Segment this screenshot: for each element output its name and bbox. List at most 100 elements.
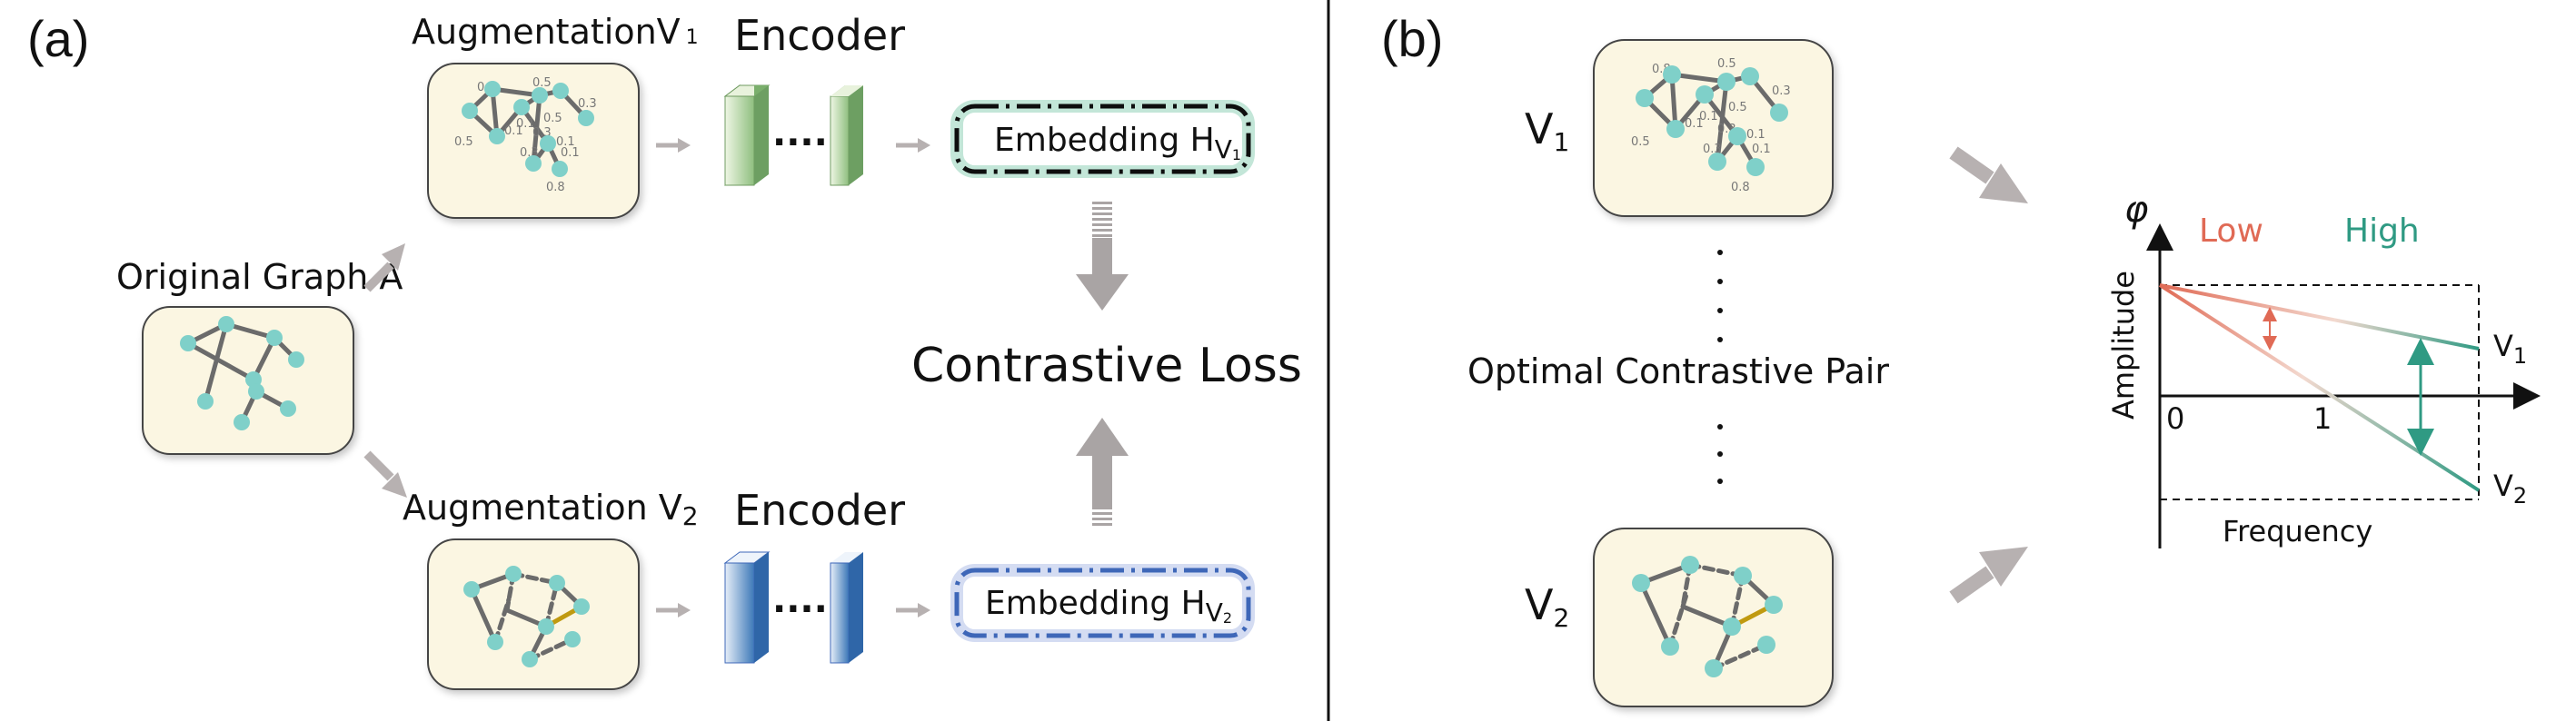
graph-node <box>1765 596 1783 614</box>
embedding1-label: Embedding HV1 <box>994 122 1241 164</box>
graph-node <box>248 383 264 400</box>
graph-node <box>266 330 283 346</box>
v2-response-line <box>2158 283 2481 492</box>
graph-node <box>197 393 214 410</box>
graph-node <box>1666 120 1685 138</box>
svg-text:0.1: 0.1 <box>1699 110 1718 123</box>
graph-node <box>1757 636 1775 654</box>
v1-box <box>1593 39 1834 217</box>
svg-text:0.5: 0.5 <box>1631 135 1650 149</box>
plot-high-label: High <box>2344 212 2420 250</box>
aug1-nodes <box>462 81 594 177</box>
graph-node <box>549 575 565 591</box>
graph-node <box>1705 659 1723 677</box>
v2-nodes <box>1632 556 1783 677</box>
embedding2-box <box>950 564 1255 642</box>
encoder1-ellipsis: ····· <box>772 122 841 163</box>
graph-node <box>484 81 501 97</box>
optimal-pair-label: Optimal Contrastive Pair <box>1467 351 1889 391</box>
arrow-encoder1-to-embedding1 <box>896 138 930 153</box>
v1-nodes <box>1636 65 1788 176</box>
svg-text:0.5: 0.5 <box>1728 101 1747 114</box>
arrow-up-to-loss <box>1076 418 1129 528</box>
svg-text:0.1: 0.1 <box>561 146 580 160</box>
encoder1-block <box>723 84 771 186</box>
graph-node <box>532 87 548 104</box>
graph-node <box>234 414 250 430</box>
svg-text:0.8: 0.8 <box>546 181 565 194</box>
plot-v2-label: V2 <box>2493 469 2527 509</box>
graph-node <box>1741 67 1759 85</box>
aug2-title: Augmentation V2 <box>403 488 699 531</box>
encoder2-title: Encoder <box>734 486 905 535</box>
vertical-dots-top <box>1717 250 1723 342</box>
v1-weights: 0.8 0.5 0.3 0.5 0.1 0.1 0.5 0.1 0.3 0.3 … <box>1631 57 1791 194</box>
graph-node <box>1696 85 1714 104</box>
graph-node <box>552 161 568 177</box>
graph-node <box>463 581 480 598</box>
graph-node <box>538 618 554 635</box>
svg-text:0.1: 0.1 <box>556 135 575 149</box>
graph-node <box>573 598 590 615</box>
contrastive-loss-label: Contrastive Loss <box>911 339 1302 393</box>
arrow-aug2-to-encoder2 <box>656 603 691 617</box>
graph-node <box>1681 556 1699 574</box>
original-graph-nodes <box>180 316 304 430</box>
svg-text:0.1: 0.1 <box>504 124 523 138</box>
graph-node <box>1661 637 1679 656</box>
encoder2-ellipsis: ····· <box>772 588 841 630</box>
graph-node <box>1663 65 1681 84</box>
svg-text:0.3: 0.3 <box>578 97 597 111</box>
panel-a-label: (a) <box>27 10 89 67</box>
svg-text:0.5: 0.5 <box>532 76 552 90</box>
graph-node <box>505 566 522 582</box>
arrow-to-aug1 <box>363 243 405 292</box>
arrow-v2-to-plot <box>1949 547 2028 604</box>
graph-node <box>1717 73 1736 91</box>
svg-text:0.3: 0.3 <box>1772 84 1791 98</box>
embedding1-box <box>950 100 1255 178</box>
svg-text:0.5: 0.5 <box>543 112 562 125</box>
plot-low-label: Low <box>2199 212 2263 250</box>
encoder2-block-b <box>830 552 863 664</box>
svg-text:0.1: 0.1 <box>516 117 535 131</box>
plot-y-label: Amplitude <box>2106 271 2141 420</box>
plot-tick-0: 0 <box>2166 401 2184 436</box>
aug2-nodes <box>463 566 590 667</box>
encoder1-title: Encoder <box>734 11 905 60</box>
embedding2-label: Embedding HV2 <box>985 585 1232 627</box>
arrow-to-aug2 <box>363 450 407 498</box>
graph-node <box>1636 89 1654 107</box>
graph-node <box>180 335 196 351</box>
graph-node <box>540 135 556 152</box>
graph-node <box>552 83 569 99</box>
graph-node <box>1708 153 1726 171</box>
graph-node <box>522 651 538 667</box>
arrow-down-to-loss <box>1076 202 1129 311</box>
graph-node <box>487 634 503 650</box>
graph-node <box>1734 567 1752 585</box>
vertical-dots-bottom <box>1717 424 1723 484</box>
graph-node <box>1746 158 1765 176</box>
plot-x-label: Frequency <box>2223 514 2372 548</box>
graph-node <box>280 400 296 417</box>
graph-node <box>564 631 581 647</box>
arrow-encoder2-to-embedding2 <box>896 603 930 617</box>
graph-node <box>578 110 594 126</box>
graph-node <box>1723 617 1741 636</box>
svg-text:0.5: 0.5 <box>1717 57 1736 71</box>
svg-text:0.1: 0.1 <box>1752 143 1771 156</box>
frequency-plot: φ Low High Amplitude Frequency 0 1 V1 V2 <box>2106 189 2541 548</box>
encoder1-block-b <box>830 85 863 186</box>
original-graph-label: Original Graph A <box>116 257 403 297</box>
graph-node <box>1632 574 1650 592</box>
graph-node <box>218 316 234 332</box>
plot-phi-label: φ <box>2124 189 2148 231</box>
svg-text:0.8: 0.8 <box>1731 181 1750 194</box>
graph-node <box>462 103 478 119</box>
v1-label: V1 <box>1525 104 1569 157</box>
aug2-box <box>427 538 640 690</box>
